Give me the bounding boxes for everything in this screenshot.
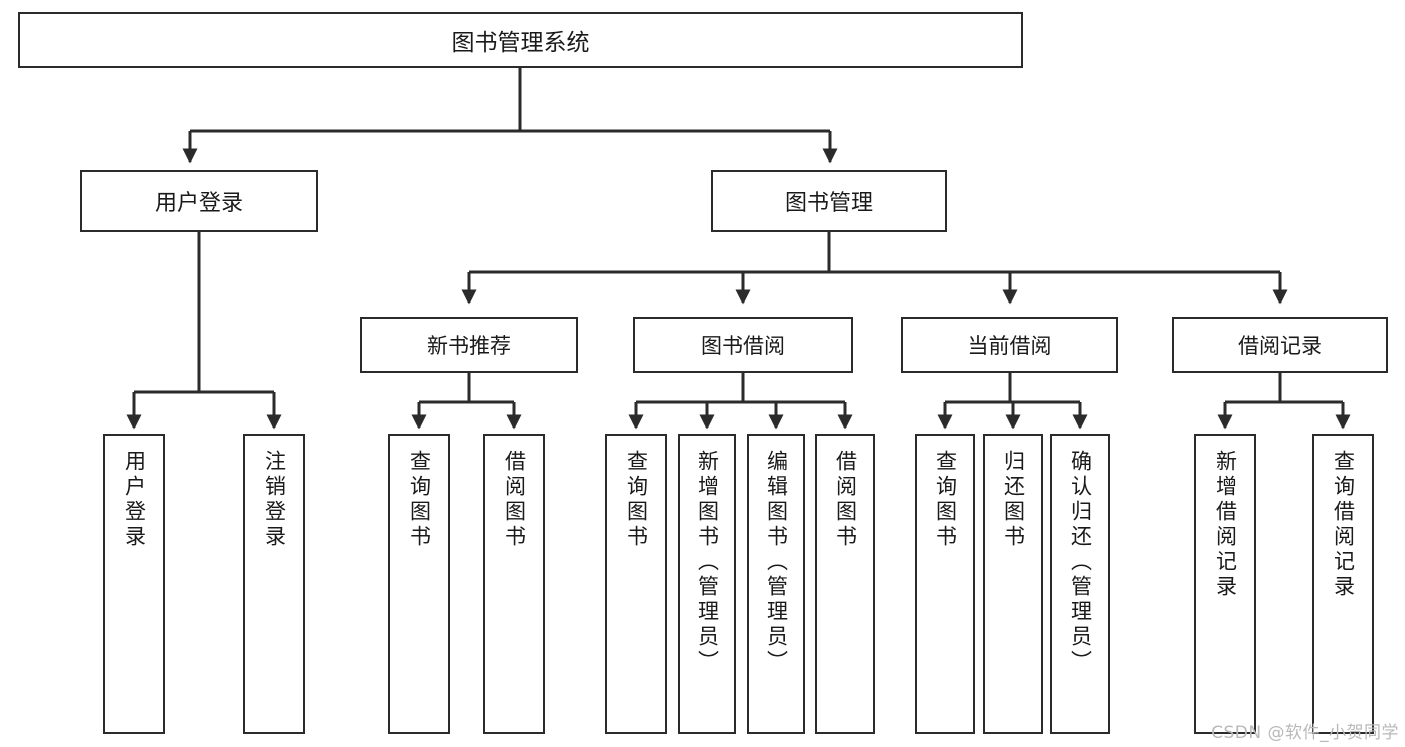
leaf-edit-book-admin[interactable]: 编辑图书（管理员） xyxy=(747,434,805,734)
leaf-confirm-return-admin[interactable]: 确认归还（管理员） xyxy=(1050,434,1110,734)
node-label: 当前借阅 xyxy=(967,334,1052,358)
node-label: 注销登录 xyxy=(262,450,287,550)
node-label: 查询借阅记录 xyxy=(1331,450,1356,600)
node-label: 借阅图书 xyxy=(502,450,527,550)
node-book-borrow[interactable]: 图书借阅 xyxy=(633,317,853,373)
leaf-add-borrow-record[interactable]: 新增借阅记录 xyxy=(1194,434,1256,734)
leaf-add-book-admin[interactable]: 新增图书（管理员） xyxy=(678,434,736,734)
node-label: 查询图书 xyxy=(407,450,432,550)
node-label: 借阅记录 xyxy=(1238,334,1322,358)
leaf-query-books-borrow[interactable]: 查询图书 xyxy=(605,434,667,734)
node-label: 查询图书 xyxy=(624,450,649,550)
leaf-return-books[interactable]: 归还图书 xyxy=(983,434,1043,734)
node-root-system[interactable]: 图书管理系统 xyxy=(18,12,1023,68)
node-label: 用户登录 xyxy=(122,450,147,550)
node-user-login[interactable]: 用户登录 xyxy=(80,170,318,232)
node-new-book-recommend[interactable]: 新书推荐 xyxy=(360,317,578,373)
leaf-borrow-books-recommend[interactable]: 借阅图书 xyxy=(483,434,545,734)
node-label: 用户登录 xyxy=(154,191,243,216)
leaf-query-books-current[interactable]: 查询图书 xyxy=(915,434,975,734)
node-borrow-records[interactable]: 借阅记录 xyxy=(1172,317,1388,373)
node-label: 图书借阅 xyxy=(701,334,785,358)
node-label: 查询图书 xyxy=(933,450,958,550)
node-label: 新增借阅记录 xyxy=(1213,450,1238,600)
node-label: 新增图书（管理员） xyxy=(695,450,720,675)
node-label: 借阅图书 xyxy=(833,450,858,550)
node-label: 新书推荐 xyxy=(427,334,511,358)
watermark: CSDN @软件_小贺同学 xyxy=(1211,723,1399,743)
leaf-query-books-recommend[interactable]: 查询图书 xyxy=(388,434,450,734)
leaf-query-borrow-record[interactable]: 查询借阅记录 xyxy=(1312,434,1374,734)
node-label: 归还图书 xyxy=(1001,450,1026,550)
node-label: 图书管理 xyxy=(784,191,873,216)
node-label: 确认归还（管理员） xyxy=(1068,450,1093,675)
leaf-logout[interactable]: 注销登录 xyxy=(243,434,305,734)
leaf-borrow-books[interactable]: 借阅图书 xyxy=(815,434,875,734)
node-label: 编辑图书（管理员） xyxy=(764,450,789,675)
node-current-borrow[interactable]: 当前借阅 xyxy=(901,317,1118,373)
node-label: 图书管理系统 xyxy=(451,30,590,56)
node-book-management[interactable]: 图书管理 xyxy=(711,170,947,232)
leaf-user-login[interactable]: 用户登录 xyxy=(103,434,165,734)
